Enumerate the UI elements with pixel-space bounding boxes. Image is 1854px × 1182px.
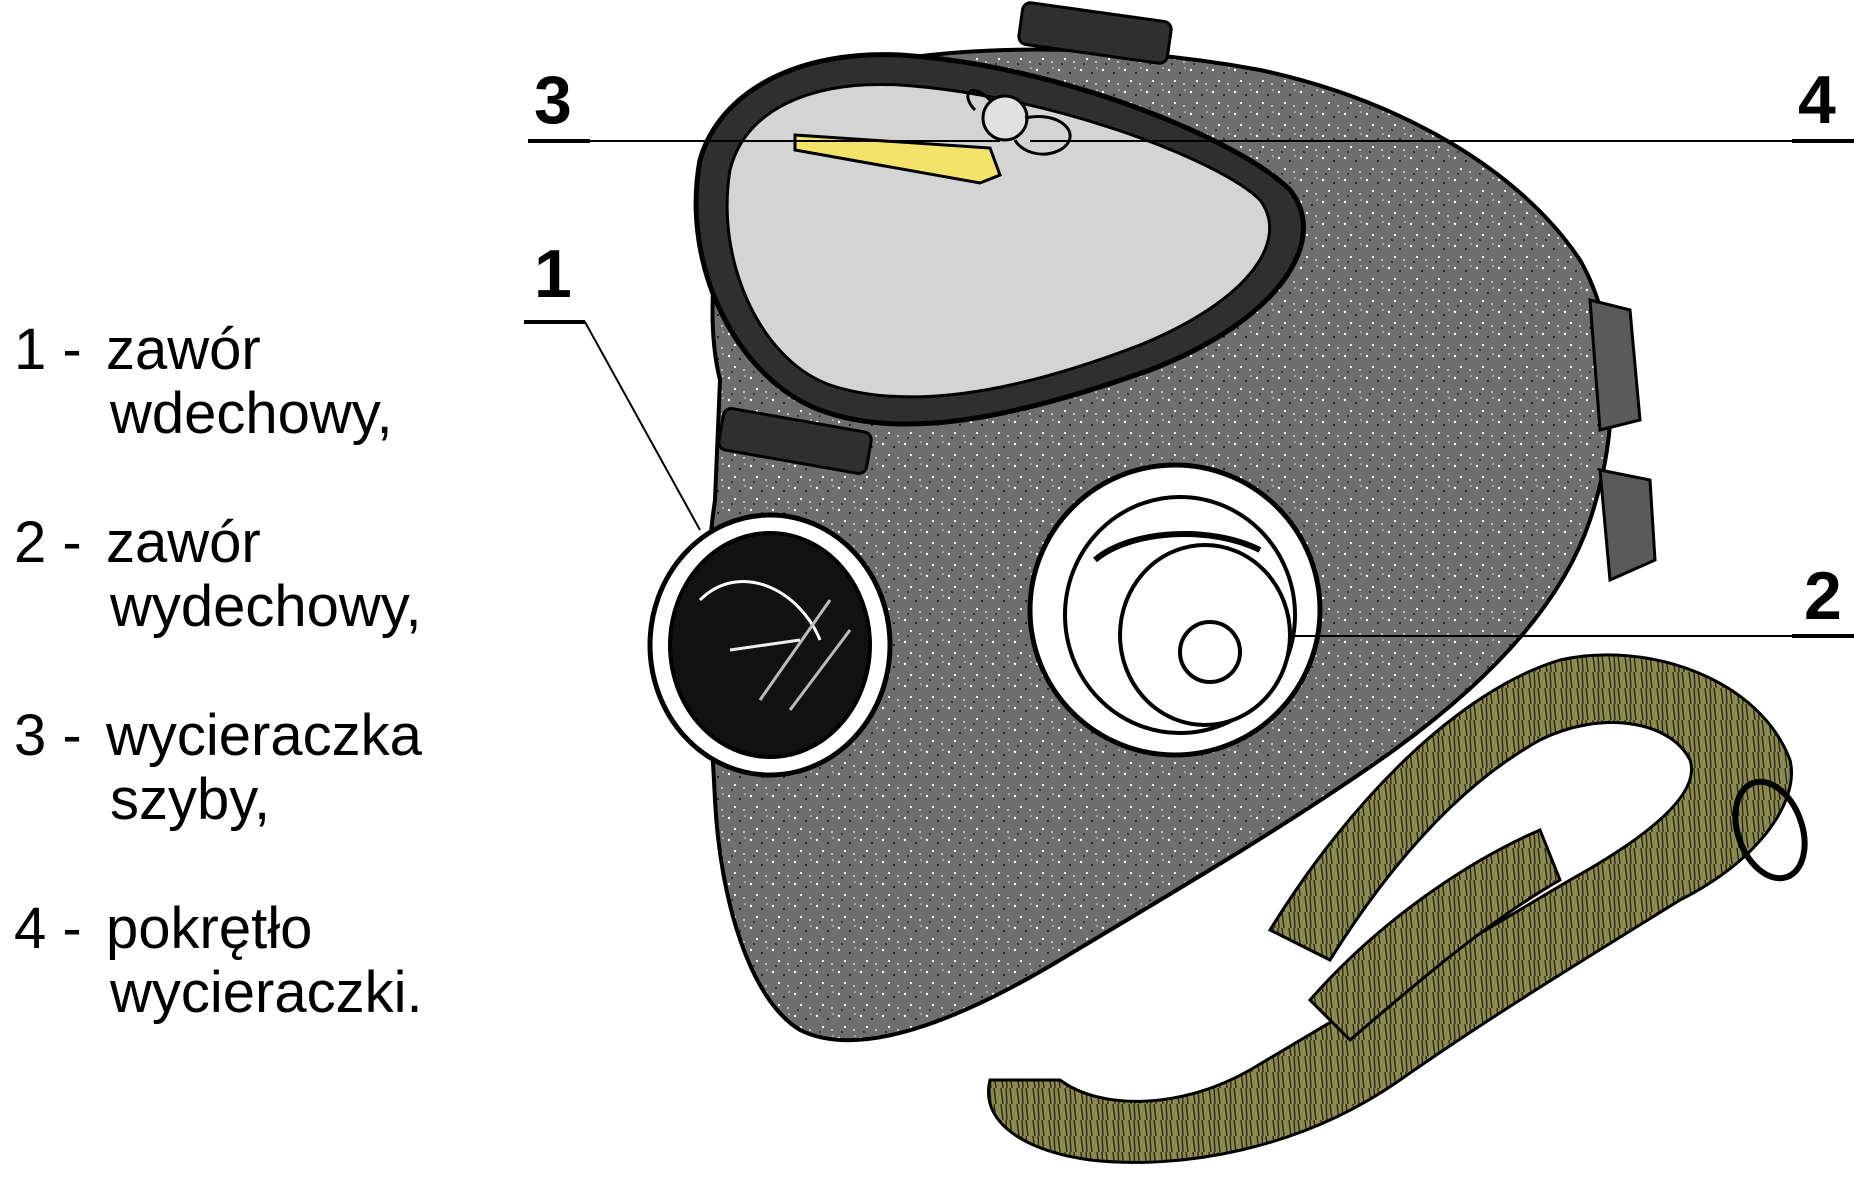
legend-number: 3 - (14, 704, 106, 768)
legend-item-2: 2 -zawór wydechowy, (14, 511, 484, 639)
legend: 1 -zawór wdechowy, 2 -zawór wydechowy, 3… (14, 318, 484, 1090)
legend-line2: wdechowy, (14, 382, 484, 446)
callout-2: 2 (1804, 562, 1842, 630)
legend-item-4: 4 -pokrętło wycieraczki. (14, 897, 484, 1025)
legend-number: 4 - (14, 897, 106, 961)
legend-line1: zawór (106, 317, 261, 382)
legend-line2: wydechowy, (14, 575, 484, 639)
legend-item-3: 3 -wycieraczka szyby, (14, 704, 484, 832)
legend-line1: wycieraczka (106, 703, 422, 768)
legend-line1: pokrętło (106, 896, 312, 961)
legend-number: 1 - (14, 318, 106, 382)
legend-number: 2 - (14, 511, 106, 575)
callout-1: 1 (534, 240, 572, 308)
inhalation-valve (650, 515, 890, 775)
exhalation-valve (1030, 465, 1320, 755)
legend-line2: wycieraczki. (14, 961, 484, 1025)
legend-line1: zawór (106, 510, 261, 575)
legend-line2: szyby, (14, 768, 484, 832)
leader-line-1 (524, 322, 700, 530)
legend-item-1: 1 -zawór wdechowy, (14, 318, 484, 446)
callout-3: 3 (534, 66, 572, 134)
callout-4: 4 (1798, 66, 1836, 134)
